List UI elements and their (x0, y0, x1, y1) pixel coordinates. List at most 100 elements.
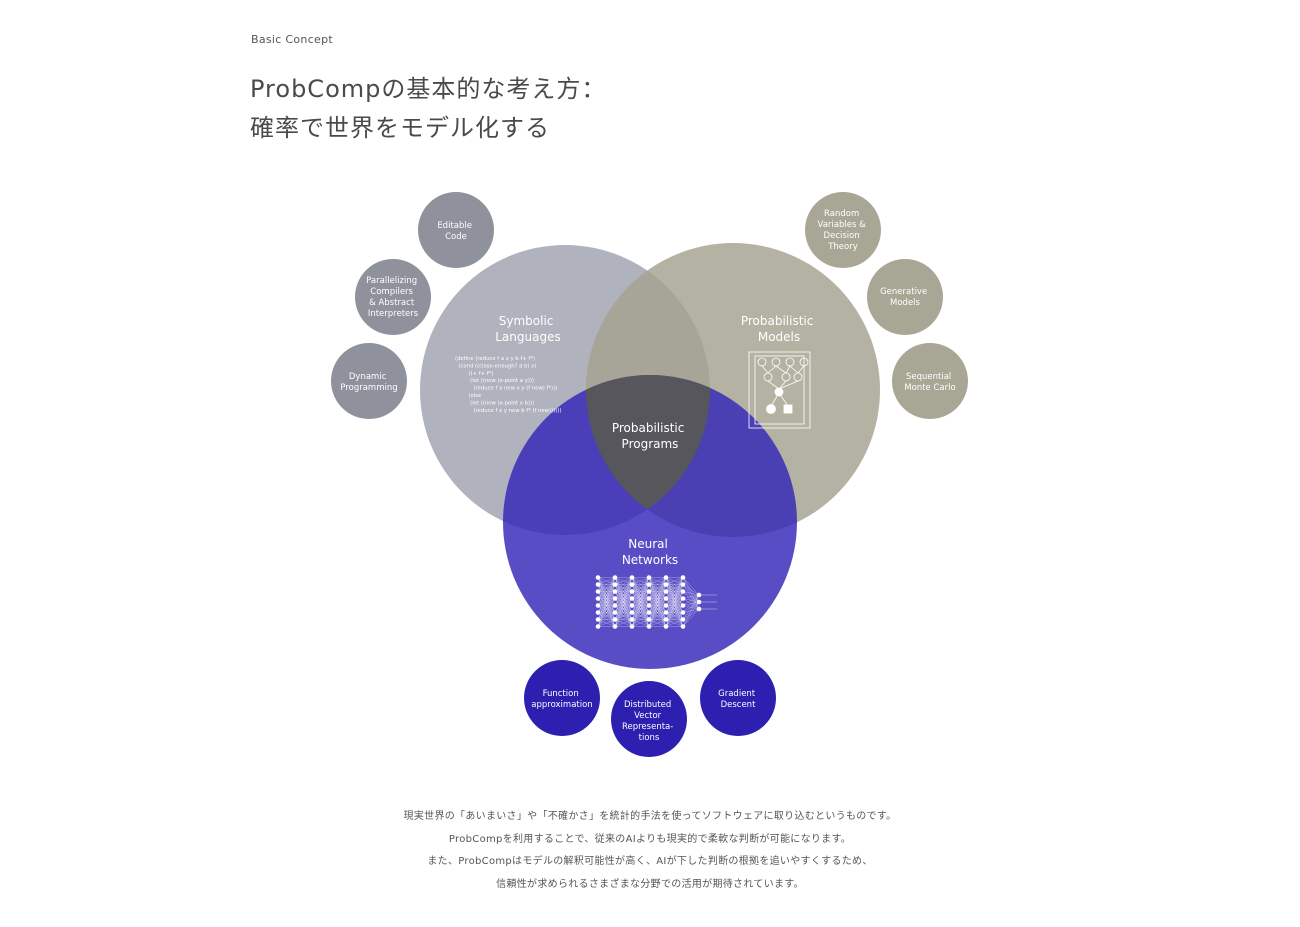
nn-node (595, 617, 601, 622)
description-line4: 信頼性が求められるさまざまな分野での活用が期待されています。 (496, 878, 804, 890)
nn-edge (614, 577, 633, 585)
nn-node (680, 603, 686, 608)
svg-text:Distributed Vector: Distributed Vector Representa- tions (622, 700, 676, 743)
satellite-sequential-monte-carlo: Sequential Monte Carlo (892, 343, 968, 419)
nn-edge (665, 577, 684, 599)
nn-node (696, 606, 702, 612)
nn-node (663, 617, 669, 622)
nn-edge (597, 577, 616, 585)
nn-edge (648, 598, 667, 627)
svg-text:Sequential Monte Carlo: Sequential Monte Carlo (904, 372, 955, 393)
nn-node (629, 575, 635, 580)
nn-edge (682, 594, 700, 613)
nn-edge (631, 577, 650, 606)
svg-text:Dynamic Programming: Dynamic Programming (340, 372, 397, 393)
nn-node (663, 603, 669, 608)
nn-node (696, 592, 702, 598)
nn-node (680, 575, 686, 580)
nn-edge (648, 577, 667, 599)
nn-node (612, 617, 618, 622)
nn-edge (648, 577, 667, 613)
nn-edge (648, 605, 667, 627)
nn-node (663, 575, 669, 580)
nn-node (595, 575, 601, 580)
nn-edge (631, 612, 650, 627)
nn-node (629, 603, 635, 608)
nn-edge (614, 591, 633, 627)
nn-edge (682, 591, 700, 596)
nn-edge (597, 577, 616, 627)
nn-node (595, 596, 601, 601)
nn-edge (614, 577, 633, 620)
nn-node (595, 603, 601, 608)
satellite-random-variables: Random Variables & Decision Theory (805, 192, 881, 268)
nn-node (612, 603, 618, 608)
nn-node (646, 596, 652, 601)
section-eyebrow: Basic Concept (251, 33, 334, 46)
nn-edge (631, 577, 650, 592)
nn-node (680, 610, 686, 615)
nn-edge (597, 584, 616, 627)
nn-node (680, 596, 686, 601)
nn-node (629, 589, 635, 594)
nn-edge (665, 605, 684, 627)
nn-edge (631, 577, 650, 627)
nn-node (629, 596, 635, 601)
nn-edge (597, 591, 616, 627)
neural-networks-circle (503, 375, 797, 669)
nn-edge (648, 591, 667, 627)
nn-edge (665, 598, 684, 627)
nn-node (612, 624, 618, 629)
nn-edge (597, 577, 616, 599)
svg-text:Parallelizing Compiler: Parallelizing Compilers & Abstract Inter… (366, 276, 420, 319)
nn-node (663, 596, 669, 601)
description-line3: また、ProbCompはモデルの解釈可能性が高く、AIが下した判断の根拠を追いや… (427, 856, 873, 867)
nn-node (696, 599, 702, 605)
nn-edge (648, 612, 667, 627)
satellite-distributed-vector: Distributed Vector Representa- tions (611, 681, 687, 757)
nn-edge (665, 577, 684, 592)
nn-node (680, 582, 686, 587)
svg-text:Random Variables &: Random Variables & Decision Theory (818, 209, 869, 252)
nn-edge (597, 612, 616, 627)
nn-edge (597, 577, 616, 592)
nn-edge (665, 584, 684, 627)
code-snippet: (define (reduce f a x y b f+ f*) (cond (… (455, 356, 570, 414)
nn-node (595, 589, 601, 594)
description-line2: ProbCompを利用することで、従来のAIよりも現実的で柔軟な判断が可能になり… (448, 833, 852, 845)
nn-edge (665, 577, 684, 613)
page-title: ProbCompの基本的な考え方： 確率で世界をモデル化する (250, 70, 606, 148)
nn-edge (648, 584, 667, 627)
nn-node (663, 610, 669, 615)
nn-edge (648, 577, 667, 592)
nn-node (612, 582, 618, 587)
nn-node (629, 624, 635, 629)
svg-text:Gradient Descent: Gradient Descent (718, 689, 758, 710)
nn-edge (614, 577, 633, 606)
page-title-line2: 確率で世界をモデル化する (250, 114, 550, 142)
probabilistic-models-label: Probabilistic Models (741, 314, 817, 344)
description-line1: 現実世界の「あいまいさ」や「不確かさ」を統計的手法を使ってソフトウェアに取り込む… (403, 811, 897, 822)
nn-edge (614, 619, 633, 627)
nn-edge (597, 598, 616, 627)
nn-edge (631, 584, 650, 627)
nn-node (663, 589, 669, 594)
nn-edge (631, 591, 650, 627)
neural-network-connections (597, 577, 717, 627)
nn-edge (648, 577, 667, 585)
nn-node (680, 617, 686, 622)
nn-edge (665, 577, 684, 620)
nn-node (612, 589, 618, 594)
nn-edge (665, 591, 684, 627)
nn-edge (597, 605, 616, 627)
svg-text:Editable Code: Editable Code (437, 221, 474, 242)
nn-node (595, 582, 601, 587)
nn-edge (597, 619, 616, 627)
nn-node (663, 624, 669, 629)
nn-edge (648, 619, 667, 627)
nn-edge (614, 577, 633, 592)
nn-edge (631, 605, 650, 627)
nn-edge (682, 594, 700, 627)
satellite-editable-code: Editable Code (418, 192, 494, 268)
